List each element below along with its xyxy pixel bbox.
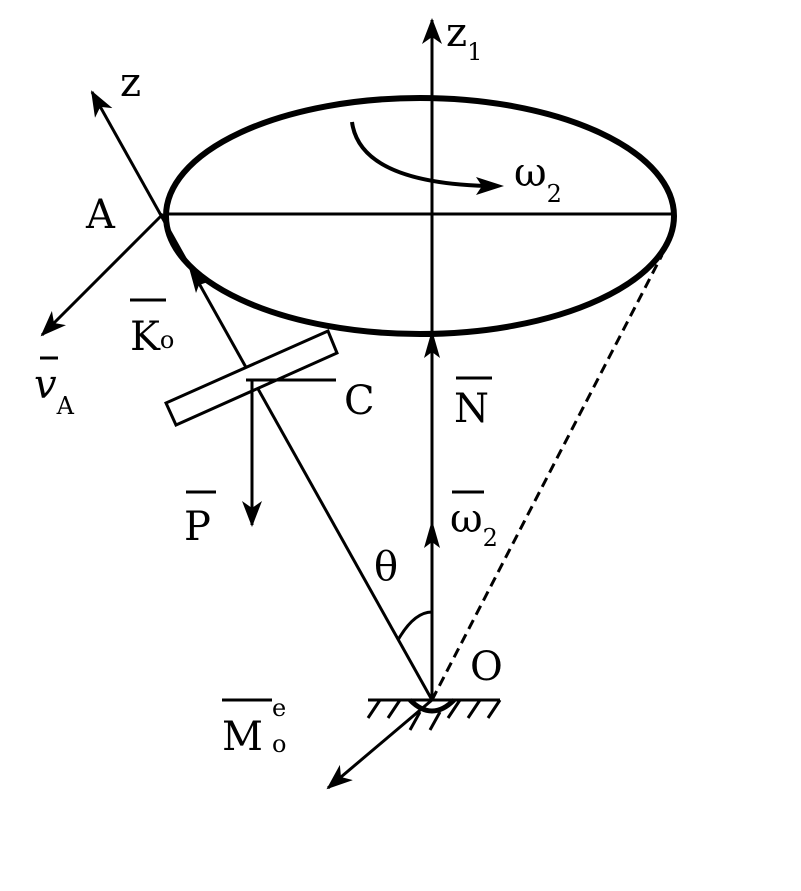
- label-N: N: [454, 376, 492, 432]
- svg-text:N: N: [454, 386, 489, 432]
- label-C: C: [344, 378, 375, 424]
- label-O: O: [470, 644, 503, 690]
- rotor-disk: [164, 329, 339, 427]
- label-A: A: [85, 192, 116, 238]
- omega2-vector-arrowhead: [424, 520, 440, 548]
- moment-vector-M0e: [326, 698, 433, 790]
- svg-text:M: M: [222, 714, 263, 760]
- rotation-arrow-omega2: [350, 121, 487, 188]
- label-z: z: [120, 60, 141, 106]
- z-axis: [90, 90, 434, 701]
- theta-angle-arc: [396, 610, 433, 641]
- svg-text:vA: vA: [34, 362, 75, 420]
- svg-text:P: P: [184, 504, 211, 550]
- velocity-vector-vA: [40, 212, 165, 337]
- label-theta: θ: [374, 544, 398, 590]
- label-omega2-vector: ω2: [450, 490, 498, 552]
- svg-text:e: e: [272, 694, 286, 722]
- svg-text:o: o: [272, 730, 286, 758]
- angular-momentum-arrowhead: [188, 264, 208, 293]
- fixed-support: [366, 698, 502, 731]
- svg-text:Ko: Ko: [130, 314, 174, 360]
- cone-generator-dashed: [430, 254, 664, 701]
- svg-text:ω2: ω2: [450, 496, 498, 552]
- label-M0e: M e o: [222, 694, 286, 760]
- normal-force-arrowhead: [424, 330, 440, 358]
- label-omega2: ω2: [514, 150, 562, 208]
- label-z1: z1: [446, 10, 482, 66]
- label-P: P: [184, 490, 216, 550]
- label-vA: vA: [34, 356, 75, 420]
- precession-ellipse: [163, 95, 677, 337]
- label-K0: Ko: [130, 298, 174, 360]
